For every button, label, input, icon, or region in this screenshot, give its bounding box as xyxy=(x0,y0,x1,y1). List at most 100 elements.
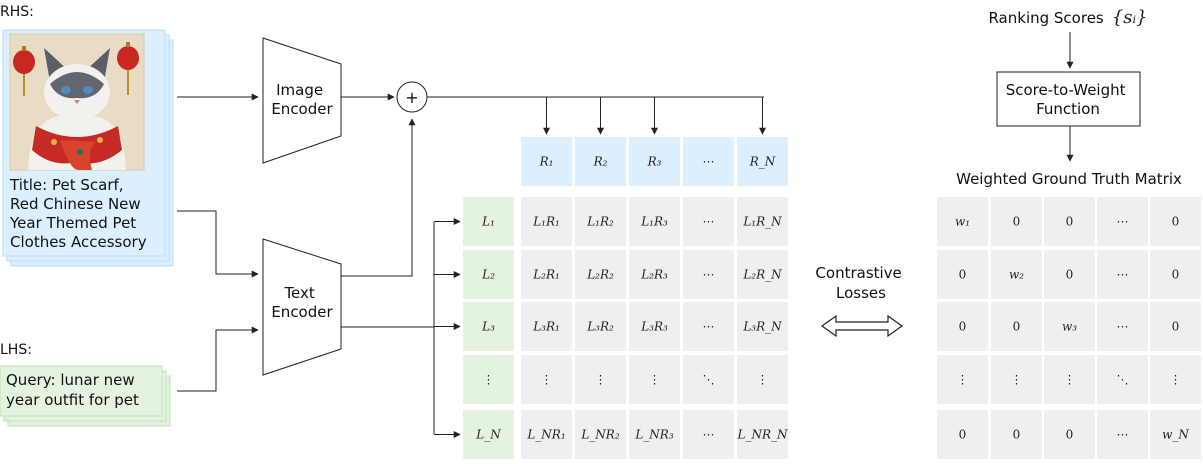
r-header-2: R₂ xyxy=(575,137,626,186)
sim-cell-1-2: L₁R₂ xyxy=(575,197,626,246)
weight-cell-2-5-text: 0 xyxy=(1172,268,1180,282)
contrastive-losses-label: Contrastive Losses xyxy=(815,264,906,302)
image-encoder xyxy=(262,37,342,164)
weight-cell-1-1-text: w₁ xyxy=(955,215,970,229)
weight-cell-5-5-text: w_N xyxy=(1162,428,1189,442)
weight-cell-2-5: 0 xyxy=(1150,250,1201,299)
weight-cell-5-2: 0 xyxy=(991,410,1042,459)
score-to-weight-box xyxy=(996,71,1141,127)
sim-cell-2-5: L₂R_N xyxy=(737,250,788,299)
weight-cell-4-1: ⋮ xyxy=(937,355,988,404)
r-header-2-text: R₂ xyxy=(593,155,608,169)
weight-cell-5-1-text: 0 xyxy=(959,428,967,442)
weight-cell-2-4: ⋯ xyxy=(1097,250,1148,299)
weight-cell-3-1-text: 0 xyxy=(959,320,967,334)
r-header-4-text: ⋯ xyxy=(703,155,715,169)
cat-in-red-scarf-image xyxy=(9,33,145,171)
sim-cell-5-3: L_NR₃ xyxy=(629,410,680,459)
sim-cell-3-5: L₃R_N xyxy=(737,302,788,351)
text-encoder xyxy=(262,238,342,376)
r-header-3: R₃ xyxy=(629,137,680,186)
weight-cell-2-3-text: 0 xyxy=(1066,268,1074,282)
weight-cell-4-2: ⋮ xyxy=(991,355,1042,404)
sim-cell-1-5: L₁R_N xyxy=(737,197,788,246)
double-headed-arrow-icon xyxy=(820,314,904,338)
weight-cell-5-1: 0 xyxy=(937,410,988,459)
rhs-title: Title: Pet Scarf, Red Chinese New Year T… xyxy=(9,176,147,251)
sim-cell-5-1: L_NR₁ xyxy=(521,410,572,459)
weight-cell-3-4: ⋯ xyxy=(1097,302,1148,351)
weight-cell-3-5: 0 xyxy=(1150,302,1201,351)
sim-cell-1-3: L₁R₃ xyxy=(629,197,680,246)
r-header-3-text: R₃ xyxy=(647,155,662,169)
weight-cell-4-5: ⋮ xyxy=(1150,355,1201,404)
sim-cell-1-3-text: L₁R₃ xyxy=(640,215,668,229)
ranking-scores-label: Ranking Scores {sᵢ} xyxy=(988,7,1147,28)
sim-cell-3-2: L₃R₂ xyxy=(575,302,626,351)
l-header-2-text: L₂ xyxy=(481,268,495,282)
sim-cell-1-4: ⋯ xyxy=(683,197,734,246)
weight-cell-3-2-text: 0 xyxy=(1013,320,1021,334)
weight-cell-1-3: 0 xyxy=(1044,197,1095,246)
weight-cell-1-2: 0 xyxy=(991,197,1042,246)
sim-cell-5-4-text: ⋯ xyxy=(703,428,715,442)
lhs-label: LHS: xyxy=(0,342,32,358)
weight-cell-1-4: ⋯ xyxy=(1097,197,1148,246)
l-header-4-text: ⋮ xyxy=(483,373,495,387)
sim-cell-5-5: L_NR_N xyxy=(736,410,788,459)
sim-cell-4-3-text: ⋮ xyxy=(649,373,661,387)
weight-cell-1-1: w₁ xyxy=(937,197,988,246)
weight-cell-4-4-text: ⋱ xyxy=(1117,373,1129,387)
sim-cell-3-1: L₃R₁ xyxy=(521,302,572,351)
sim-cell-2-4-text: ⋯ xyxy=(703,268,715,282)
l-input-arrows xyxy=(434,218,461,438)
l-header-2: L₂ xyxy=(463,250,514,299)
plus-symbol: + xyxy=(405,88,418,107)
image-encoder-label: Image Encoder xyxy=(271,81,333,118)
sim-cell-2-3-text: L₂R₃ xyxy=(640,268,668,282)
weight-cell-1-2-text: 0 xyxy=(1013,215,1021,229)
weight-cell-3-3: w₃ xyxy=(1044,302,1095,351)
sim-cell-1-1: L₁R₁ xyxy=(521,197,572,246)
sim-cell-2-4: ⋯ xyxy=(683,250,734,299)
weight-cell-1-5-text: 0 xyxy=(1172,215,1180,229)
lhs-card-stack xyxy=(0,365,171,427)
r-header-1-text: R₁ xyxy=(539,155,554,169)
l-header-3: L₃ xyxy=(463,302,514,351)
sim-cell-3-2-text: L₃R₂ xyxy=(586,320,614,334)
weight-cell-4-3: ⋮ xyxy=(1044,355,1095,404)
weight-cell-5-4-text: ⋯ xyxy=(1117,428,1129,442)
weight-cell-1-5: 0 xyxy=(1150,197,1201,246)
r-header-4: ⋯ xyxy=(683,137,734,186)
sim-cell-1-2-text: L₁R₂ xyxy=(586,215,614,229)
sim-cell-4-4-text: ⋱ xyxy=(703,373,715,387)
r-header-1: R₁ xyxy=(521,137,572,186)
sim-cell-3-3: L₃R₃ xyxy=(629,302,680,351)
weight-cell-4-5-text: ⋮ xyxy=(1170,373,1182,387)
l-header-3-text: L₃ xyxy=(481,320,495,334)
sim-cell-3-4-text: ⋯ xyxy=(703,320,715,334)
title-to-text-encoder-arrow xyxy=(177,210,259,278)
lhs-query: Query: lunar new year outfit for pet xyxy=(6,371,139,409)
sim-cell-2-3: L₂R₃ xyxy=(629,250,680,299)
weight-cell-4-1-text: ⋮ xyxy=(957,373,969,387)
sim-cell-4-1-text: ⋮ xyxy=(541,373,553,387)
sim-cell-2-2-text: L₂R₂ xyxy=(586,268,614,282)
sim-cell-4-2: ⋮ xyxy=(575,355,626,404)
sim-cell-2-1-text: L₂R₁ xyxy=(532,268,560,282)
l-header-5: L_N xyxy=(463,410,514,459)
sim-cell-4-5: ⋮ xyxy=(737,355,788,404)
weight-cell-3-2: 0 xyxy=(991,302,1042,351)
weight-cell-3-1: 0 xyxy=(937,302,988,351)
sim-cell-1-1-text: L₁R₁ xyxy=(532,215,560,229)
sim-cell-3-3-text: L₃R₃ xyxy=(640,320,668,334)
weight-cell-3-4-text: ⋯ xyxy=(1117,320,1129,334)
l-header-5-text: L_N xyxy=(475,428,501,442)
weight-cell-5-3: 0 xyxy=(1044,410,1095,459)
sim-cell-4-5-text: ⋮ xyxy=(757,373,769,387)
